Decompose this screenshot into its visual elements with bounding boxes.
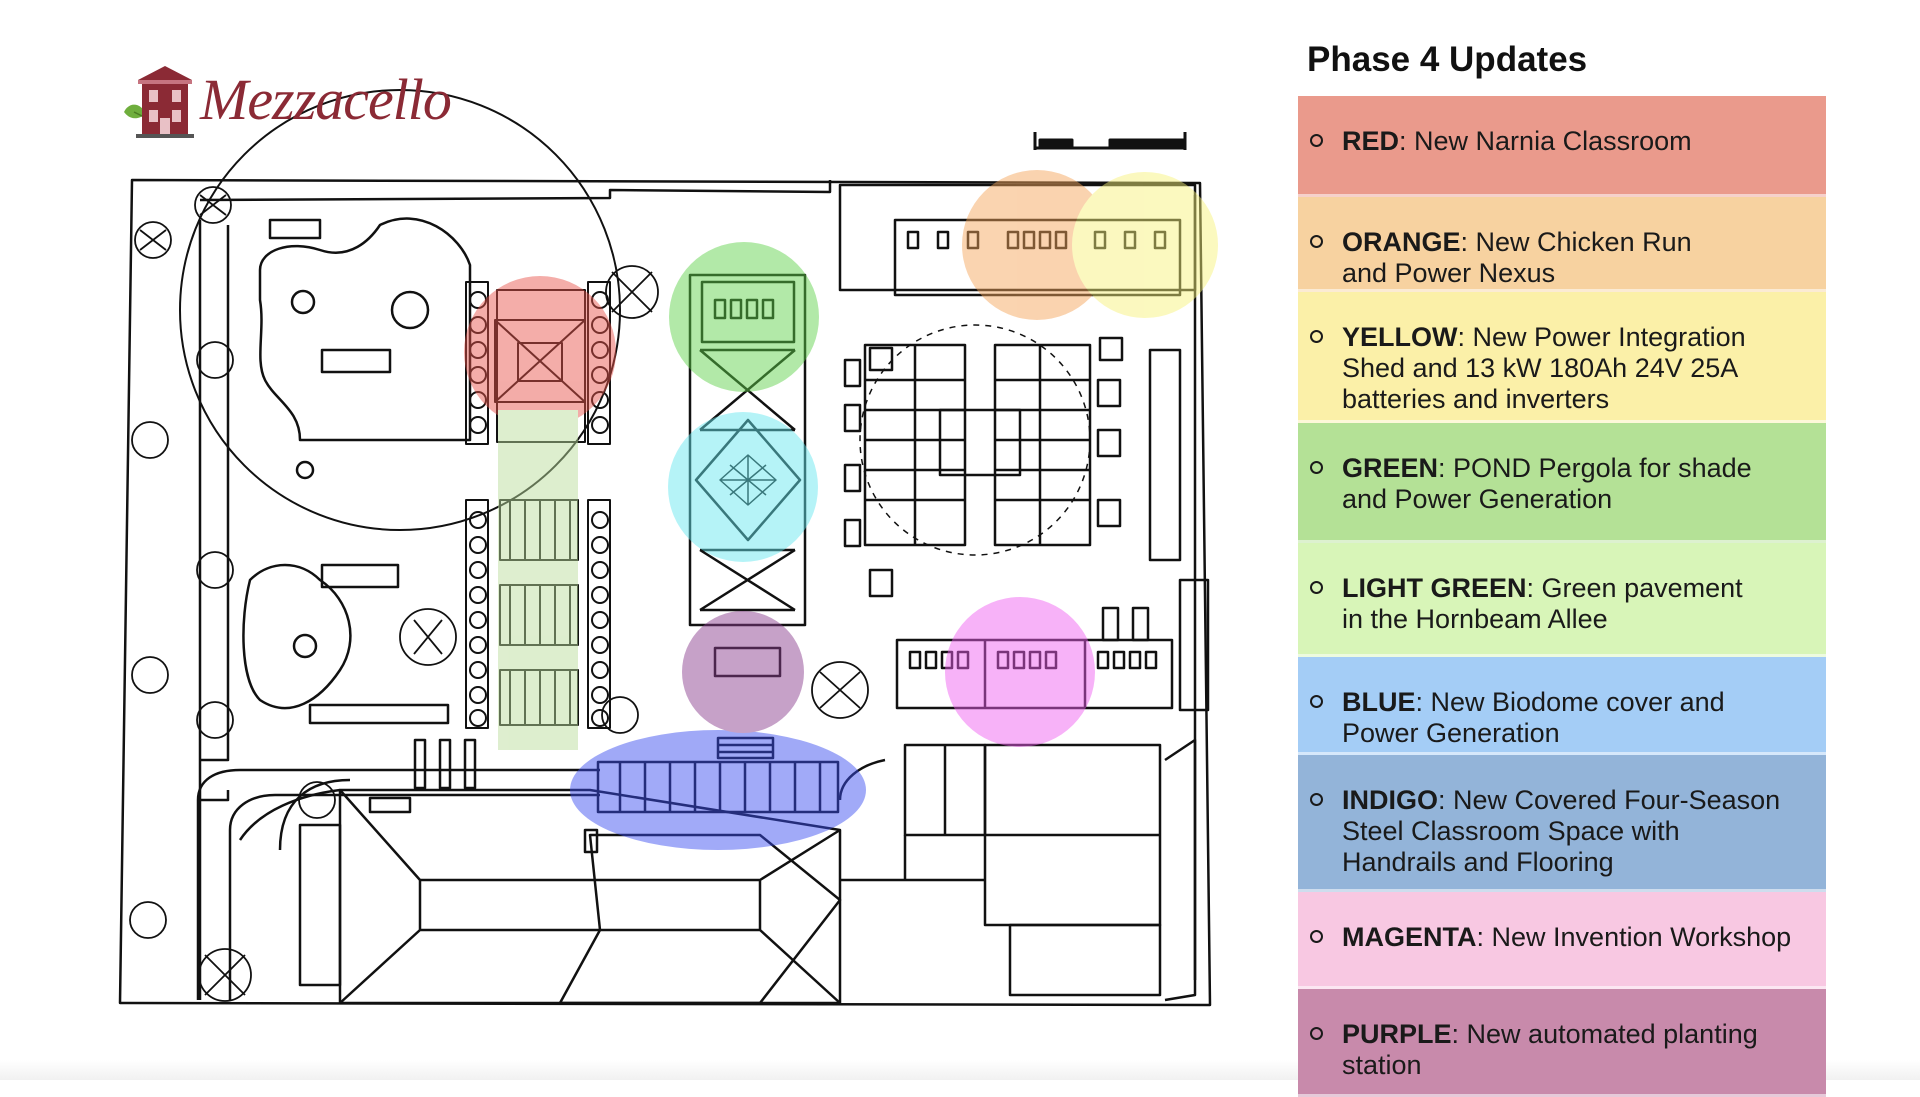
legend-item-magenta: MAGENTA: New Invention Workshop [1298, 892, 1826, 989]
legend-item-text: Power Generation [1342, 718, 1560, 748]
legend-item-text: and Power Nexus [1342, 258, 1556, 288]
legend-item-text: in the Hornbeam Allee [1342, 604, 1608, 634]
legend-item-name: INDIGO [1342, 785, 1439, 815]
legend-item-purple: PURPLE: New automated planting station [1298, 989, 1826, 1097]
zone-blue [668, 412, 818, 562]
garden-bed-lower [242, 563, 352, 710]
legend-item-separator: : [1460, 227, 1476, 257]
legend-item-text: Shed and 13 kW 180Ah 24V 25A [1342, 353, 1739, 383]
legend-item-red: RED: New Narnia Classroom [1298, 96, 1826, 197]
legend-item-separator: : [1451, 1019, 1467, 1049]
trees [129, 186, 869, 1002]
legend-item-separator: : [1476, 922, 1492, 952]
zone-orange [962, 170, 1112, 320]
legend-item-text: New Invention Workshop [1491, 922, 1792, 952]
bullet-icon [1310, 581, 1323, 594]
legend-item-name: PURPLE [1342, 1019, 1452, 1049]
hornbeam-allee [465, 281, 611, 729]
garden-bed [258, 217, 472, 442]
zone-overlays [464, 170, 1218, 850]
legend-item-name: BLUE [1342, 687, 1416, 717]
scale-bar [1033, 132, 1187, 150]
zone-green [669, 242, 819, 392]
legend-item-text: Green pavement [1541, 573, 1743, 603]
bullet-icon [1310, 235, 1323, 248]
legend-item-text: and Power Generation [1342, 484, 1613, 514]
legend-item-text: New automated planting [1466, 1019, 1758, 1049]
legend-item-name: ORANGE [1342, 227, 1461, 257]
legend-item-separator: : [1438, 453, 1454, 483]
zone-magenta [945, 597, 1095, 747]
bullet-icon [1310, 930, 1323, 943]
legend-item-name: RED [1342, 126, 1400, 156]
zone-yellow [1072, 172, 1218, 318]
legend-item-text: New Chicken Run [1475, 227, 1692, 257]
right-structures [838, 183, 1197, 598]
logo-wordmark: Mezzacello [200, 67, 452, 132]
legend-title: Phase 4 Updates [1307, 40, 1588, 79]
zone-light-green [498, 410, 578, 750]
mezzacello-logo: Mezzacello [122, 62, 472, 142]
legend-item-name: GREEN [1342, 453, 1439, 483]
legend-item-name: YELLOW [1342, 322, 1458, 352]
canopy-outline [179, 89, 621, 531]
legend-item-separator: : [1457, 322, 1473, 352]
bullet-icon [1310, 1027, 1323, 1040]
main-house [196, 738, 842, 1005]
house-logo-icon [124, 66, 194, 138]
garage-buildings [838, 738, 1197, 1002]
legend-item-text: Steel Classroom Space with [1342, 816, 1680, 846]
indigo-classroom-structure [596, 736, 840, 814]
site-plan-drawing [118, 89, 1218, 1007]
legend-item-name: MAGENTA [1342, 922, 1477, 952]
legend-item-text: Handrails and Flooring [1342, 847, 1614, 877]
legend-item-separator: : [1399, 126, 1415, 156]
legend-item-text: New Power Integration [1472, 322, 1746, 352]
legend-item-text: batteries and inverters [1342, 384, 1610, 414]
zone-purple [682, 611, 804, 733]
bullet-icon [1310, 134, 1323, 147]
central-structures [688, 273, 807, 678]
property-boundary [118, 178, 1212, 1007]
legend-item-separator: : [1438, 785, 1454, 815]
workshop-building [895, 578, 1210, 712]
bullet-icon [1310, 793, 1323, 806]
legend-item-name: LIGHT GREEN [1342, 573, 1527, 603]
site-plan: Mezzacello [118, 62, 1218, 1007]
legend-item-text: New Covered Four-Season [1453, 785, 1781, 815]
legend-item-separator: : [1415, 687, 1431, 717]
legend-item-separator: : [1526, 573, 1542, 603]
legend-item-text: New Narnia Classroom [1414, 126, 1692, 156]
legend-item-text: New Biodome cover and [1430, 687, 1725, 717]
bullet-icon [1310, 330, 1323, 343]
bullet-icon [1310, 695, 1323, 708]
legend-item-text: station [1342, 1050, 1422, 1080]
bullet-icon [1310, 461, 1323, 474]
zone-indigo [570, 730, 866, 850]
zone-red [464, 276, 616, 428]
legend-item-text: POND Pergola for shade [1453, 453, 1752, 483]
